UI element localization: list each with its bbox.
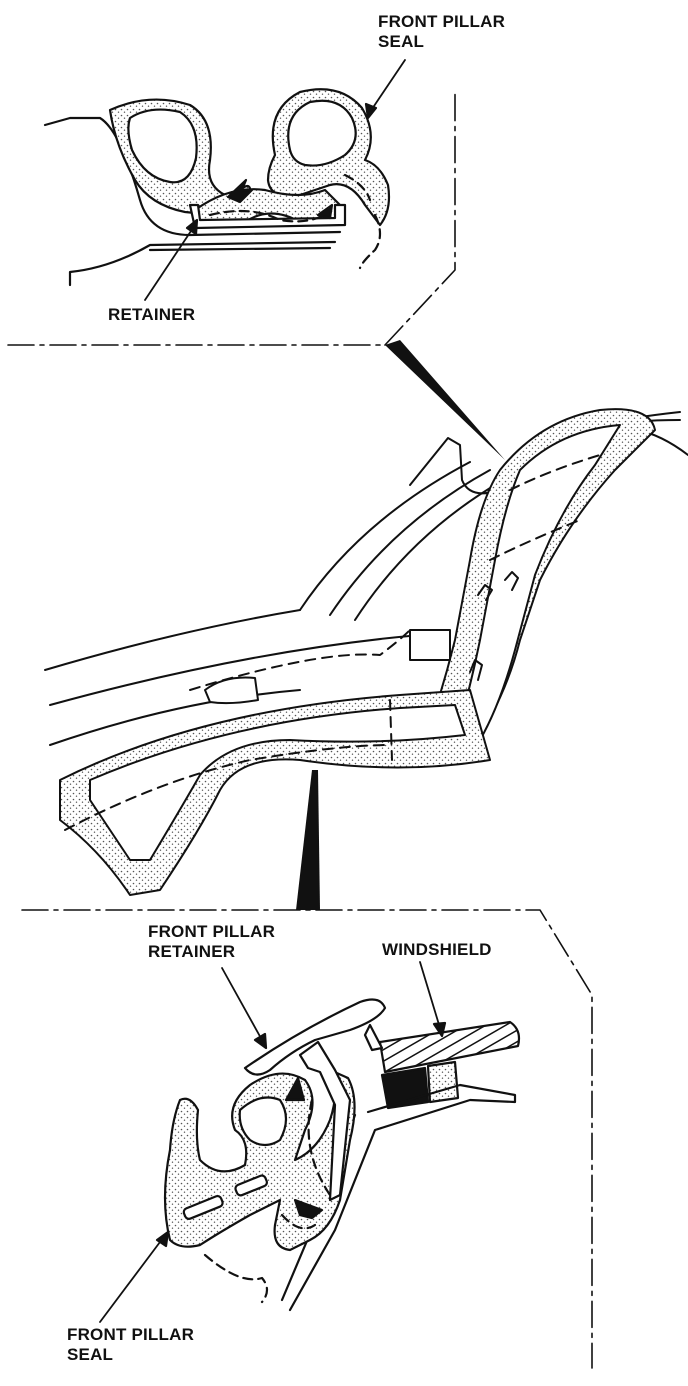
bottom-seal-body — [163, 1068, 356, 1252]
mid-hidden-line-1 — [189, 629, 411, 691]
retainer-channel — [298, 1040, 352, 1202]
top-seal-leader — [369, 59, 406, 113]
bottom-hidden-line-3 — [280, 1213, 317, 1230]
bottom-arrow-1 — [293, 1198, 324, 1220]
top-retainer-leader-head — [185, 218, 199, 236]
windshield-edge-1 — [299, 461, 471, 611]
windshield-edge-3 — [354, 481, 501, 621]
body-flange-outer — [288, 1083, 517, 1312]
pillar-inner-panel — [454, 424, 621, 741]
top-retainer-channel — [188, 203, 347, 230]
top-seal-label-line2: SEAL — [378, 32, 425, 51]
windshield-edge-2 — [329, 469, 491, 616]
windshield-leader-head — [432, 1021, 447, 1038]
clip-1 — [477, 584, 493, 601]
top-section-detail — [7, 59, 456, 346]
bottom-seal-label-line1: FRONT PILLAR — [67, 1325, 195, 1344]
top-callout-wedge — [385, 340, 505, 460]
bottom-retainer-label-line2: RETAINER — [148, 942, 236, 961]
pillar-overview — [44, 408, 688, 896]
bottom-callout-wedge — [296, 770, 320, 910]
top-panel-inner — [68, 240, 337, 287]
mid-hidden-line-4 — [489, 519, 581, 561]
windshield-leader — [419, 961, 441, 1029]
wire-clip — [409, 437, 501, 495]
bottom-retainer-leader — [221, 967, 263, 1041]
bottom-seal-label-line2: SEAL — [67, 1345, 114, 1364]
top-seal-left-bulb — [108, 98, 252, 217]
top-panel-lower — [148, 246, 332, 252]
hood-line-2 — [49, 634, 421, 706]
top-hidden-line-2 — [358, 213, 382, 270]
bottom-front-pillar-seal-label: FRONT PILLAR SEAL — [67, 1325, 194, 1365]
bottom-seal-leader — [99, 1237, 164, 1323]
clip-2 — [504, 571, 519, 591]
top-arrow-right — [316, 203, 334, 220]
hood-line-3 — [49, 689, 301, 746]
mid-hidden-line-5 — [389, 699, 393, 761]
lower-rail-inner — [89, 704, 466, 861]
windshield-dam — [426, 1060, 460, 1104]
bottom-section-detail — [21, 909, 593, 1369]
bottom-seal-leader-head — [155, 1230, 170, 1248]
bottom-arrow-2 — [284, 1076, 306, 1102]
bottom-frame — [21, 909, 593, 1369]
bottom-retainer-body — [243, 998, 387, 1076]
top-frame-diagonal — [384, 89, 456, 346]
top-hidden-line-1 — [208, 209, 332, 223]
top-seal-leader-head — [364, 102, 378, 120]
bottom-retainer-leader-head — [253, 1032, 268, 1050]
top-seal-label-line1: FRONT PILLAR — [378, 12, 506, 31]
clip-3 — [469, 659, 483, 681]
windshield-label: WINDSHIELD — [382, 940, 492, 960]
bottom-retainer-lip — [363, 1023, 384, 1052]
top-panel-outer — [43, 116, 342, 237]
top-arrow-left — [226, 178, 254, 204]
bottom-hidden-line-2 — [203, 1253, 269, 1304]
windshield-label-text: WINDSHIELD — [382, 940, 492, 959]
seal-slot-2 — [234, 1174, 268, 1197]
hood-line-1 — [44, 609, 301, 671]
bottom-hidden-line-1 — [307, 1098, 332, 1197]
top-retainer-label-text: RETAINER — [108, 305, 196, 324]
bottom-retainer-label-line1: FRONT PILLAR — [148, 922, 276, 941]
mid-hidden-line-3 — [509, 454, 601, 491]
bottom-front-pillar-retainer-label: FRONT PILLAR RETAINER — [148, 922, 275, 962]
windshield-glass — [378, 1020, 521, 1074]
top-hidden-line-3 — [343, 173, 372, 202]
top-retainer-label: RETAINER — [108, 305, 195, 325]
seal-slot-1 — [182, 1194, 224, 1220]
top-retainer-leader — [144, 224, 196, 301]
corner-block — [409, 629, 451, 661]
molding-bump — [204, 676, 259, 705]
mid-hidden-line-2 — [64, 744, 391, 831]
top-front-pillar-seal-label: FRONT PILLAR SEAL — [378, 12, 505, 52]
